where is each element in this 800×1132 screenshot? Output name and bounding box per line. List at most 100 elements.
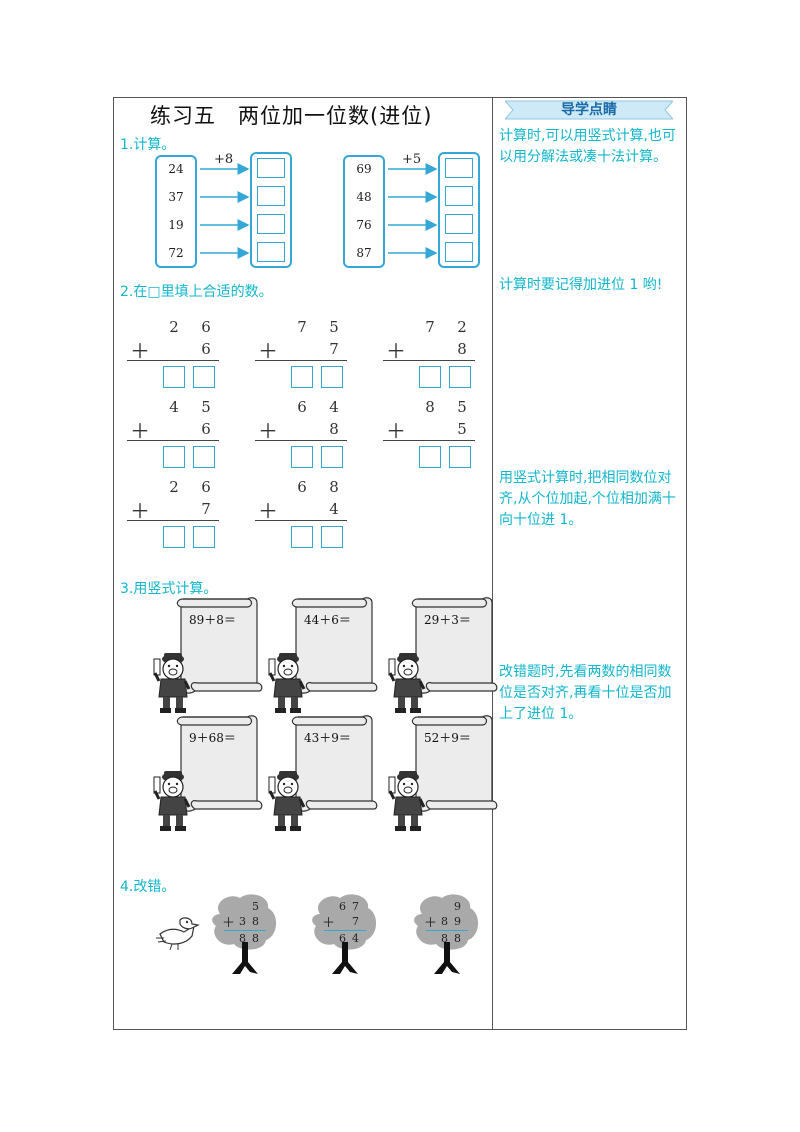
tree-sum-line: [224, 930, 266, 931]
tree-digit-ones: 5: [252, 900, 259, 913]
ones-digit: 4: [329, 398, 339, 416]
addend-digit: 8: [329, 420, 339, 438]
tree-sum-line: [324, 930, 366, 931]
answer-box-tens[interactable]: [291, 366, 313, 388]
tree-icon: [210, 892, 280, 982]
expression: 43＋9＝: [304, 731, 351, 745]
pig-mascot-icon: [386, 769, 426, 837]
answer-box-tens[interactable]: [163, 366, 185, 388]
section-1-title: 1.计算。: [120, 137, 176, 153]
ones-digit: 6: [201, 478, 211, 496]
operation-label: +8: [214, 152, 234, 167]
answer-box-ones[interactable]: [193, 366, 215, 388]
tens-digit: 7: [425, 318, 435, 336]
answer-box-ones[interactable]: [449, 446, 471, 468]
tree-digit-ones: 9: [454, 900, 461, 913]
answer-slot[interactable]: [445, 242, 473, 262]
answer-box-tens[interactable]: [163, 526, 185, 548]
expression: 44＋6＝: [304, 613, 351, 627]
input-numbers-box: [155, 155, 197, 268]
tree-digit-tens: 3: [239, 915, 246, 928]
plus-sign: ＋: [386, 339, 406, 363]
tip-3: 用竖式计算时,把相同数位对齐,从个位加起,个位相加满十向十位进 1。: [499, 470, 676, 528]
number: 72: [168, 246, 184, 260]
scroll-card: [404, 595, 498, 703]
plus-sign: ＋: [130, 419, 150, 443]
answer-box-tens[interactable]: [419, 446, 441, 468]
answer-box-ones[interactable]: [193, 526, 215, 548]
expression: 29＋3＝: [424, 613, 471, 627]
number: 76: [356, 218, 372, 232]
answer-box-ones[interactable]: [193, 446, 215, 468]
answer-box-ones[interactable]: [321, 446, 343, 468]
answer-box-tens[interactable]: [163, 446, 185, 468]
tip-2: 计算时要记得加进位 1 哟!: [499, 277, 663, 293]
tree-sum-line: [426, 930, 468, 931]
page-title: 练习五 两位加一位数(进位): [150, 104, 433, 128]
banner-label: 导学点睛: [561, 102, 617, 118]
plus-sign: ＋: [130, 339, 150, 363]
answer-box-ones[interactable]: [449, 366, 471, 388]
plus-sign: ＋: [258, 339, 278, 363]
number: 69: [356, 162, 372, 176]
pig-mascot-icon: [266, 651, 306, 719]
tens-digit: 2: [169, 478, 179, 496]
answer-box-tens[interactable]: [419, 366, 441, 388]
scroll-card: [169, 713, 263, 821]
tree-digit-ones: 8: [454, 932, 461, 945]
addend-digit: 6: [201, 420, 211, 438]
number: 37: [168, 190, 184, 204]
answer-box-tens[interactable]: [291, 446, 313, 468]
answer-slot[interactable]: [257, 242, 285, 262]
sum-line: [383, 360, 475, 361]
answer-box-tens[interactable]: [291, 526, 313, 548]
plus-sign: ＋: [386, 419, 406, 443]
addend-digit: 5: [457, 420, 467, 438]
tree-plus-sign: ＋: [222, 916, 236, 931]
ones-digit: 2: [457, 318, 467, 336]
tree-digit-ones: 7: [352, 915, 359, 928]
column-divider: [492, 97, 493, 1030]
ones-digit: 8: [329, 478, 339, 496]
plus-sign: ＋: [258, 419, 278, 443]
sum-line: [255, 440, 347, 441]
answer-slot[interactable]: [257, 186, 285, 206]
tens-digit: 6: [297, 398, 307, 416]
expression: 52＋9＝: [424, 731, 471, 745]
answer-slot[interactable]: [445, 158, 473, 178]
number: 24: [168, 162, 184, 176]
tree-digit-ones: 8: [252, 932, 259, 945]
tree-digit-ones: 4: [352, 932, 359, 945]
answer-box-ones[interactable]: [321, 366, 343, 388]
sum-line: [127, 440, 219, 441]
scroll-card: [284, 713, 378, 821]
answer-slot[interactable]: [445, 186, 473, 206]
answer-column-box: [438, 152, 480, 268]
tree-digit-tens: 8: [441, 915, 448, 928]
expression: 89＋8＝: [189, 613, 236, 627]
tree-digit-tens: 6: [339, 900, 346, 913]
tens-digit: 8: [425, 398, 435, 416]
tens-digit: 2: [169, 318, 179, 336]
sum-line: [127, 360, 219, 361]
tree-digit-ones: 8: [252, 915, 259, 928]
tree-digit-ones: 9: [454, 915, 461, 928]
pig-mascot-icon: [266, 769, 306, 837]
pig-mascot-icon: [386, 651, 426, 719]
section-2-title: 2.在□里填上合适的数。: [120, 284, 273, 300]
answer-box-ones[interactable]: [321, 526, 343, 548]
answer-slot[interactable]: [445, 214, 473, 234]
tens-digit: 7: [297, 318, 307, 336]
ones-digit: 5: [201, 398, 211, 416]
section-3-title: 3.用竖式计算。: [120, 581, 218, 597]
tree-icon: [412, 892, 482, 982]
answer-slot[interactable]: [257, 214, 285, 234]
scroll-card: [284, 595, 378, 703]
input-numbers-box: [343, 155, 385, 268]
arrow-icons: [200, 163, 438, 259]
addend-digit: 7: [329, 340, 339, 358]
tree-digit-tens: 8: [441, 932, 448, 945]
sum-line: [255, 360, 347, 361]
answer-slot[interactable]: [257, 158, 285, 178]
scroll-card: [169, 595, 263, 703]
